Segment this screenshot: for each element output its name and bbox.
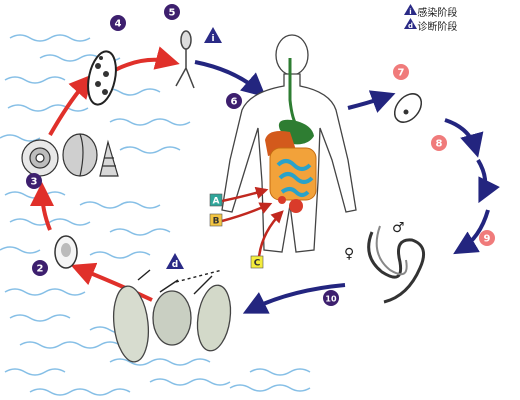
site-arrows — [221, 186, 284, 258]
schistosomulum — [393, 93, 423, 123]
stage-badge-9: 9 — [479, 230, 495, 246]
adult-worm-pair — [367, 225, 426, 304]
stage-badge-2: 2 — [32, 260, 48, 276]
legend-text-diagnostic: 诊断阶段 — [417, 22, 458, 33]
site-label-b: B — [209, 213, 223, 227]
stage-badge-8: 8 — [431, 135, 447, 151]
cercaria — [175, 30, 195, 89]
site-letter: C — [254, 259, 261, 269]
stage-number: 3 — [31, 177, 38, 188]
stage-badge-5: 5 — [164, 4, 180, 20]
diagnostic-triangle-icon: d — [404, 18, 417, 29]
svg-text:d: d — [408, 22, 413, 29]
site-letter: A — [213, 197, 220, 207]
marker-label: d — [172, 260, 178, 270]
sporocyst — [87, 50, 117, 106]
stage-number: 5 — [169, 8, 176, 19]
legend-diagnostic: d = 诊断阶段 — [404, 18, 457, 33]
site-labels: AB C — [209, 193, 264, 269]
stage-badge-7: 7 — [393, 64, 409, 80]
stage-number: 6 — [231, 97, 238, 108]
site-letter: B — [213, 217, 220, 227]
digestive-system — [265, 58, 317, 213]
marker-label: i — [211, 34, 214, 44]
male-symbol: ♂ — [392, 220, 405, 236]
stage-number: 10 — [325, 295, 337, 304]
stage-badge-6: 6 — [226, 93, 242, 109]
stage-badge-10: 10 — [323, 290, 339, 306]
infective-triangle-icon: i — [404, 4, 417, 15]
marker-infective-stage: i — [204, 27, 222, 44]
stage-badges: 2 3 4 5 6 7 8 9 10 — [26, 4, 495, 306]
snail-hosts — [21, 133, 119, 177]
legend-infective: i = 感染阶段 — [404, 4, 457, 19]
stage-number: 7 — [398, 68, 405, 79]
legend-text-infective: 感染阶段 — [417, 8, 458, 19]
site-label-c: C — [250, 255, 264, 269]
stage-badge-4: 4 — [110, 15, 126, 31]
water-waves — [0, 34, 311, 396]
miracidium — [54, 235, 78, 269]
stage-badge-3: 3 — [26, 173, 42, 189]
svg-text:i: i — [409, 8, 411, 15]
female-symbol: ♀ — [344, 246, 354, 262]
marker-diagnostic-stage: d — [166, 253, 184, 270]
blue-arrows — [194, 60, 500, 314]
stage-number: 4 — [115, 19, 122, 30]
stage-number: 9 — [484, 234, 491, 245]
site-label-a: A — [209, 193, 223, 207]
stage-number: 2 — [37, 264, 44, 275]
eggs — [112, 269, 232, 363]
stage-number: 8 — [436, 139, 443, 150]
red-arrows — [30, 46, 180, 302]
